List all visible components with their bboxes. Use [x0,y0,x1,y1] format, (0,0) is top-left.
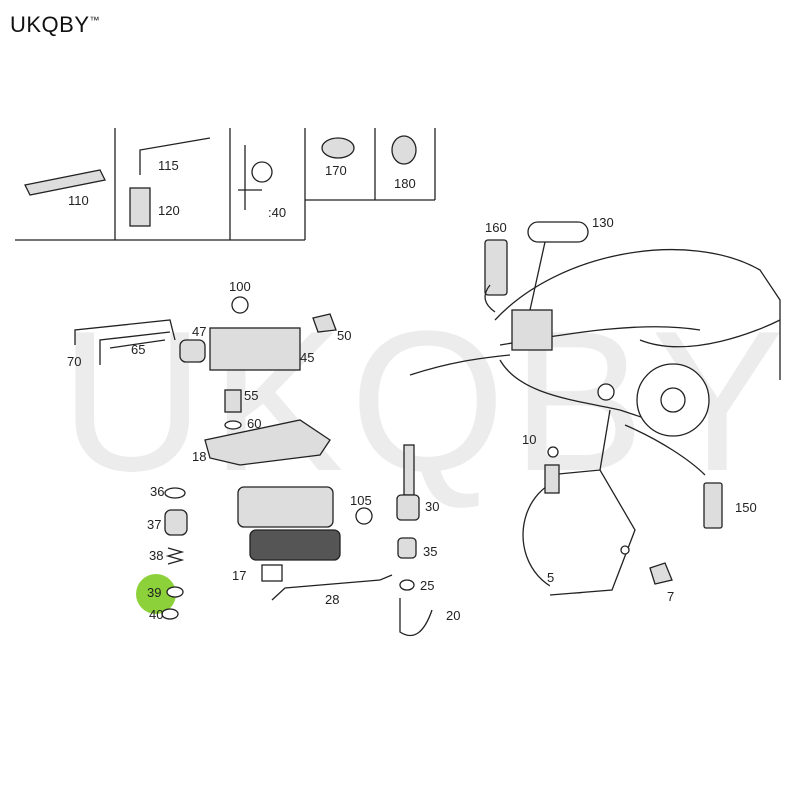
mount-37-part [164,509,188,536]
label-18: 18 [192,449,206,464]
reservoir-5-part [522,464,636,596]
grommet-170-part [321,137,355,159]
label-30: 30 [425,499,439,514]
label-47: 47 [192,324,206,339]
label-110: 110 [68,193,89,208]
nut-39-part [166,586,184,598]
label-180: 180 [394,176,416,191]
label-5: 5 [547,570,554,585]
bolt-100-part [231,296,249,314]
bracket-110-part [24,169,106,196]
label-170: 170 [325,163,347,178]
connector-50-part [312,313,337,333]
arrow-150 [624,424,706,476]
label-38: 38 [149,548,163,563]
clamp-25-part [399,579,415,591]
arrow-to-car [409,354,511,376]
callout-labels: 110 115 120 :40 170 180 160 130 100 47 5… [67,158,757,623]
label-20: 20 [446,608,460,623]
label-115: 115 [158,158,179,173]
label-28: 28 [325,592,339,607]
fitting-7-part [649,562,673,585]
nut-40-part [161,608,179,620]
label-50: 50 [337,328,351,343]
car-front-illustration [494,248,781,437]
brand-name: UKQBY [10,12,90,37]
label-160: 160 [485,220,507,235]
highlight-marker [136,574,176,614]
label-120: 120 [158,203,180,218]
rod-30-part [403,444,415,496]
label-37: 37 [147,517,161,532]
cover-130-part [527,221,589,243]
connector-120-part [129,187,151,227]
arrow-160 [484,284,496,313]
label-140: :40 [268,205,286,220]
line-28-part [271,574,393,601]
label-35: 35 [423,544,437,559]
compressor-17-part [237,486,341,582]
hose-20-part [399,598,433,637]
label-130: 130 [592,215,614,230]
label-70: 70 [67,354,81,369]
hose-70-part [74,319,176,365]
label-25: 25 [420,578,434,593]
parts-table [15,128,436,241]
fitting-35-part [397,537,417,559]
sensor-150-part [703,482,723,529]
spring-38-part [165,547,185,565]
label-150: 150 [735,500,757,515]
label-65: 65 [131,342,145,357]
grommet-105-part [355,507,373,525]
label-17: 17 [232,568,246,583]
fitting-55-part [224,389,242,413]
hose-65-part [109,339,166,349]
washer-36-part [164,487,186,499]
rod-115-part [139,137,211,175]
label-45: 45 [300,350,314,365]
bracket-18-part [204,419,331,466]
label-100: 100 [229,279,251,294]
bolt-10-part [547,446,559,458]
bracket-47-part [179,339,206,363]
valve-block-45-part [209,327,301,371]
grommet-140-part [251,161,273,183]
plug-180-part [391,135,417,165]
brand-trademark: ™ [89,15,101,27]
washer-60-part [224,420,242,430]
brand-logo: UKQBY™ [10,12,100,38]
label-39: 39 [147,585,161,600]
clip-140-part [238,145,262,210]
mount-area [511,309,553,351]
label-105: 105 [350,493,372,508]
module-160-part [484,239,508,296]
label-55: 55 [244,388,258,403]
label-10: 10 [522,432,536,447]
arrow-reservoir [599,409,611,471]
label-60: 60 [247,416,261,431]
label-7: 7 [667,589,674,604]
label-40: 40 [149,607,163,622]
label-36: 36 [150,484,164,499]
